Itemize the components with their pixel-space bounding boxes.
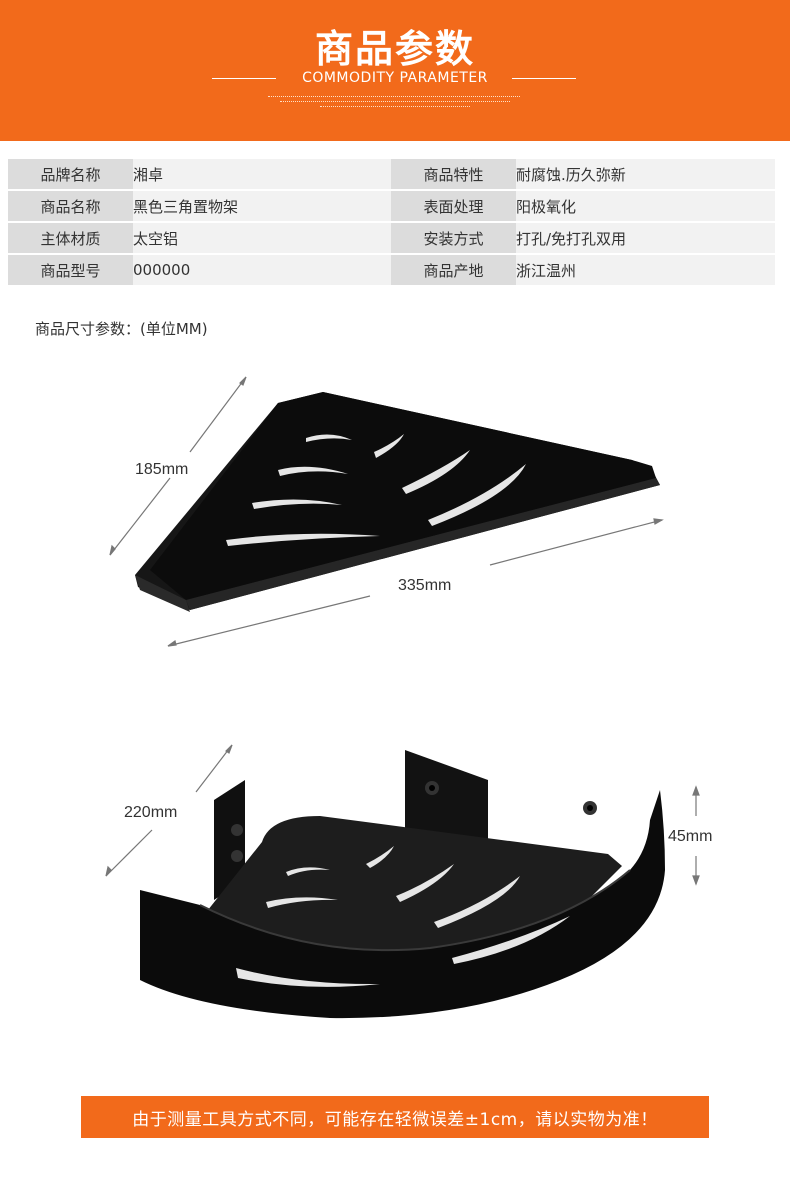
spec-table: 品牌名称湘卓商品特性耐腐蚀.历久弥新商品名称黑色三角置物架表面处理阳极氧化主体材…	[8, 157, 775, 287]
spec-label: 商品产地	[391, 255, 516, 285]
spec-value: 耐腐蚀.历久弥新	[516, 159, 775, 189]
spec-row: 品牌名称湘卓商品特性耐腐蚀.历久弥新	[8, 159, 775, 189]
depth-label-top: 185mm	[135, 461, 188, 478]
spec-label: 商品型号	[8, 255, 133, 285]
depth-label-side: 220mm	[124, 804, 177, 821]
spec-value: 黑色三角置物架	[133, 191, 391, 221]
measurement-notice: 由于测量工具方式不同，可能存在轻微误差±1cm，请以实物为准！	[81, 1096, 709, 1138]
spec-value: 000000	[133, 255, 391, 285]
decorative-dots	[268, 96, 520, 98]
page-title: 商品参数	[314, 27, 475, 71]
title-divider-right	[512, 78, 576, 79]
spec-label: 主体材质	[8, 223, 133, 253]
decorative-dots	[320, 106, 470, 108]
spec-value: 太空铝	[133, 223, 391, 253]
dimension-lines-side	[105, 744, 700, 886]
spec-label: 品牌名称	[8, 159, 133, 189]
header-banner: 商品参数 COMMODITY PARAMETER	[0, 0, 790, 141]
spec-value: 湘卓	[133, 159, 391, 189]
size-section-title: 商品尺寸参数：(单位MM)	[35, 320, 208, 338]
spec-label: 商品名称	[8, 191, 133, 221]
shelf-top-view-image	[135, 392, 660, 612]
spec-value: 打孔/免打孔双用	[516, 223, 775, 253]
dimension-lines-top	[109, 376, 664, 647]
spec-value: 浙江温州	[516, 255, 775, 285]
page-subtitle: COMMODITY PARAMETER	[302, 70, 488, 86]
spec-label: 表面处理	[391, 191, 516, 221]
spec-row: 主体材质太空铝安装方式打孔/免打孔双用	[8, 223, 775, 253]
spec-label: 安装方式	[391, 223, 516, 253]
height-label-side: 45mm	[668, 828, 712, 845]
spec-row: 商品名称黑色三角置物架表面处理阳极氧化	[8, 191, 775, 221]
shelf-side-view-image	[140, 750, 665, 1019]
width-label-top: 335mm	[398, 577, 451, 594]
spec-label: 商品特性	[391, 159, 516, 189]
spec-value: 阳极氧化	[516, 191, 775, 221]
decorative-dots	[280, 101, 510, 103]
title-divider-left	[212, 78, 276, 79]
